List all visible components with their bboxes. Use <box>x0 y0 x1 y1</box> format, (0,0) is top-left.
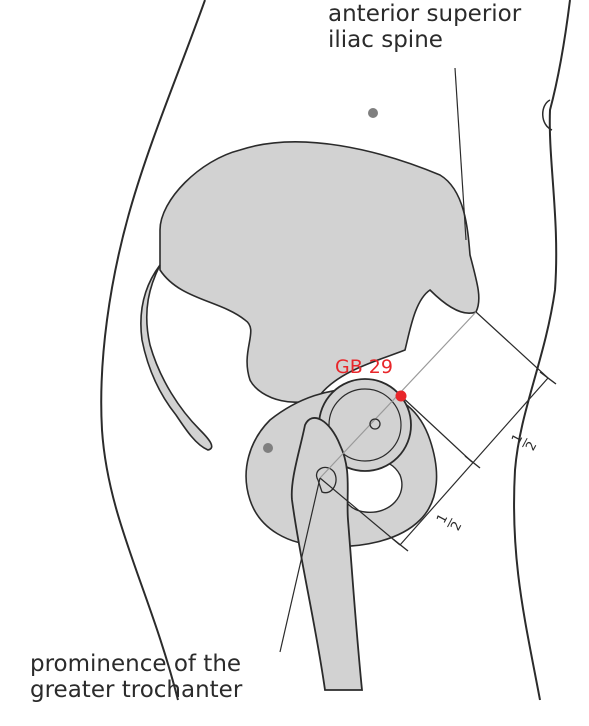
trochanter-label: prominence of the greater trochanter <box>30 652 242 704</box>
trochanter-label-line2: greater trochanter <box>30 678 242 704</box>
body-outline-right <box>514 0 570 700</box>
dimension-tick-bottom <box>393 539 408 551</box>
dimension-tick-top <box>540 372 556 384</box>
asis-label-line2: iliac spine <box>328 28 521 54</box>
guide-line-upper <box>476 312 548 378</box>
body-outline-left <box>101 0 205 700</box>
asis-label: anterior superior iliac spine <box>328 2 521 54</box>
gb29-point <box>396 391 407 402</box>
gb29-label: GB 29 <box>335 356 393 378</box>
ilium-bone <box>160 142 479 402</box>
landmark-dot-upper <box>368 108 378 118</box>
trochanter-label-line1: prominence of the <box>30 652 242 678</box>
landmark-dot-lower <box>263 443 273 453</box>
asis-label-line1: anterior superior <box>328 2 521 28</box>
